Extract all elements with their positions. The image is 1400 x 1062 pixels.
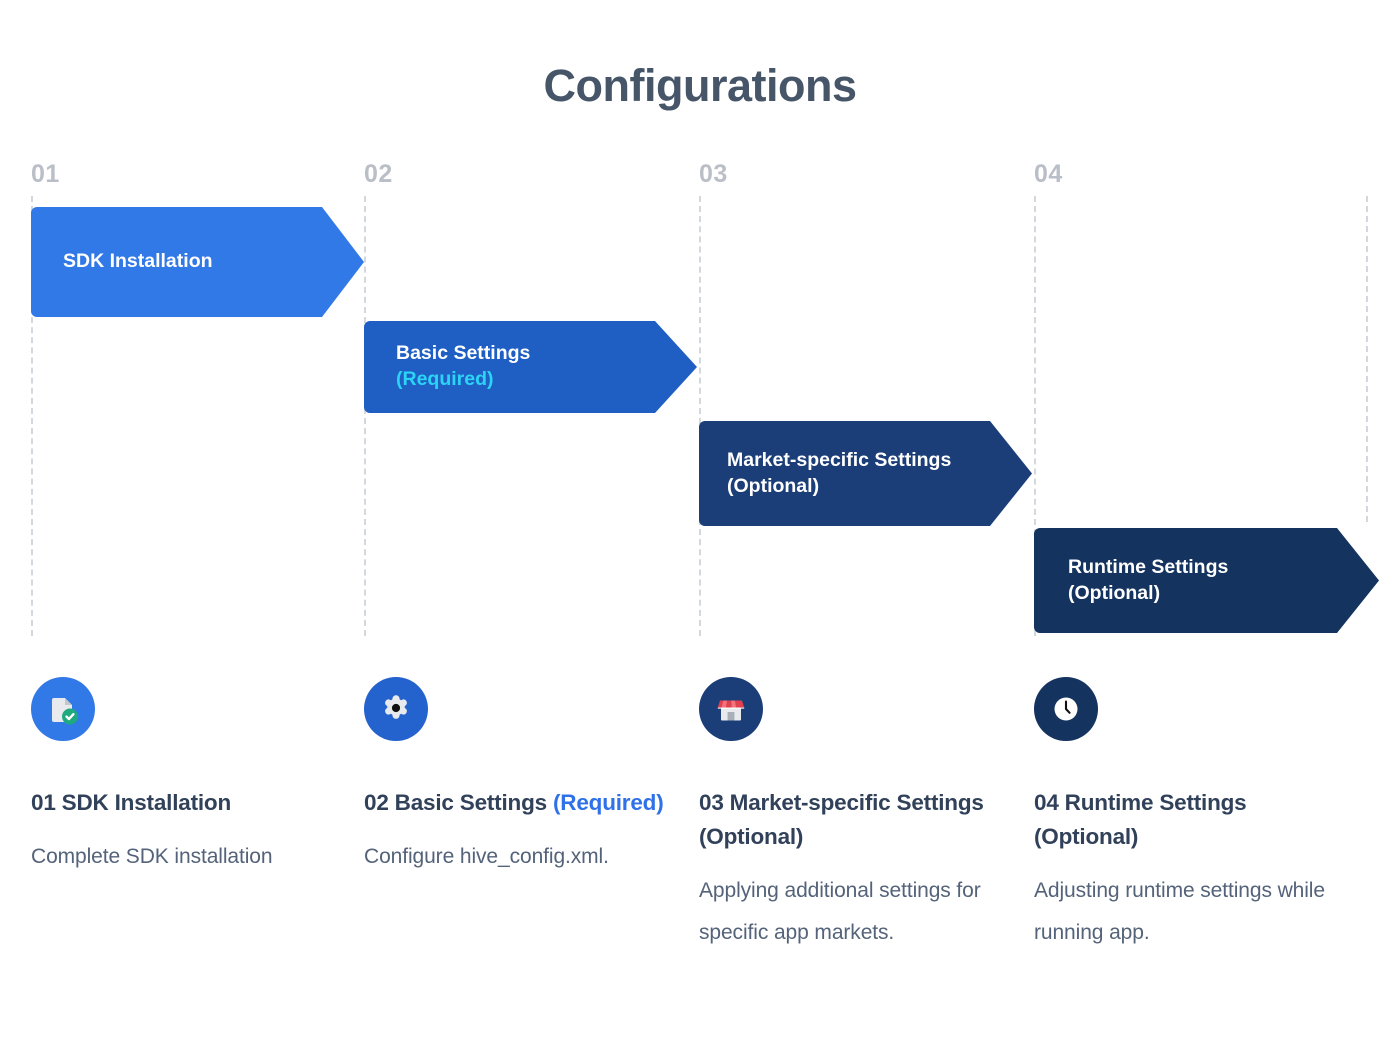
- caption-head-04: 04 Runtime Settings (Optional): [1034, 790, 1247, 850]
- clock-icon: [1054, 697, 1078, 721]
- chevron-text-2: Basic Settings (Required): [396, 341, 530, 392]
- chevron-banner-runtime-settings[interactable]: Runtime Settings (Optional): [1034, 528, 1379, 633]
- guide-line-2: [364, 196, 366, 636]
- caption-01: 01 SDK Installation Complete SDK install…: [31, 786, 331, 878]
- guide-line-5: [1366, 196, 1368, 522]
- chevron-line2-4: (Optional): [1068, 581, 1161, 604]
- step-number-03: 03: [699, 160, 728, 188]
- gear-icon: [385, 695, 407, 719]
- document-check-icon: [52, 698, 78, 725]
- caption-head-required-02: (Required): [553, 790, 664, 815]
- caption-head-03: 03 Market-specific Settings (Optional): [699, 790, 984, 850]
- page-title: Configurations: [543, 60, 857, 111]
- caption-04: 04 Runtime Settings (Optional) Adjusting…: [1034, 786, 1334, 954]
- step-number-01: 01: [31, 160, 60, 188]
- chevron-banner-basic-settings[interactable]: Basic Settings (Required): [364, 321, 697, 413]
- chevron-text-4: Runtime Settings (Optional): [1068, 555, 1228, 606]
- chevron-text-3: Market-specific Settings (Optional): [727, 448, 951, 499]
- icon-badge-02[interactable]: [364, 677, 428, 741]
- guide-line-3: [699, 196, 701, 636]
- chevron-banner-sdk-installation[interactable]: SDK Installation: [31, 207, 364, 317]
- chevron-banner-market-specific-settings[interactable]: Market-specific Settings (Optional): [699, 421, 1032, 526]
- caption-body-03: Applying additional settings for specifi…: [699, 879, 981, 944]
- caption-head-main-02: 02 Basic Settings: [364, 790, 547, 815]
- caption-head-02: 02 Basic Settings (Required): [364, 786, 664, 820]
- step-number-02: 02: [364, 160, 393, 188]
- caption-03: 03 Market-specific Settings (Optional) A…: [699, 786, 999, 954]
- caption-02: 02 Basic Settings (Required) Configure h…: [364, 786, 664, 878]
- caption-body-04: Adjusting runtime settings while running…: [1034, 879, 1325, 944]
- guide-line-1: [31, 196, 33, 636]
- chevron-line1-2: Basic Settings: [396, 342, 531, 365]
- caption-body-01: Complete SDK installation: [31, 845, 273, 869]
- chevron-line2-3: (Optional): [727, 474, 820, 497]
- step-number-04: 04: [1034, 160, 1063, 188]
- icon-badge-04[interactable]: [1034, 677, 1098, 741]
- chevron-line1-1: SDK Installation: [63, 250, 213, 273]
- guide-line-4: [1034, 196, 1036, 636]
- caption-head-01: 01 SDK Installation: [31, 790, 231, 815]
- icon-badge-01[interactable]: [31, 677, 95, 741]
- chevron-line2-2: (Required): [396, 368, 494, 390]
- chevron-line1-3: Market-specific Settings: [727, 448, 952, 471]
- caption-body-02: Configure hive_config.xml.: [364, 845, 609, 869]
- chevron-line1-4: Runtime Settings: [1068, 555, 1229, 578]
- storefront-icon: [717, 700, 745, 721]
- icon-badge-03[interactable]: [699, 677, 763, 741]
- chevron-text-1: SDK Installation: [63, 249, 213, 275]
